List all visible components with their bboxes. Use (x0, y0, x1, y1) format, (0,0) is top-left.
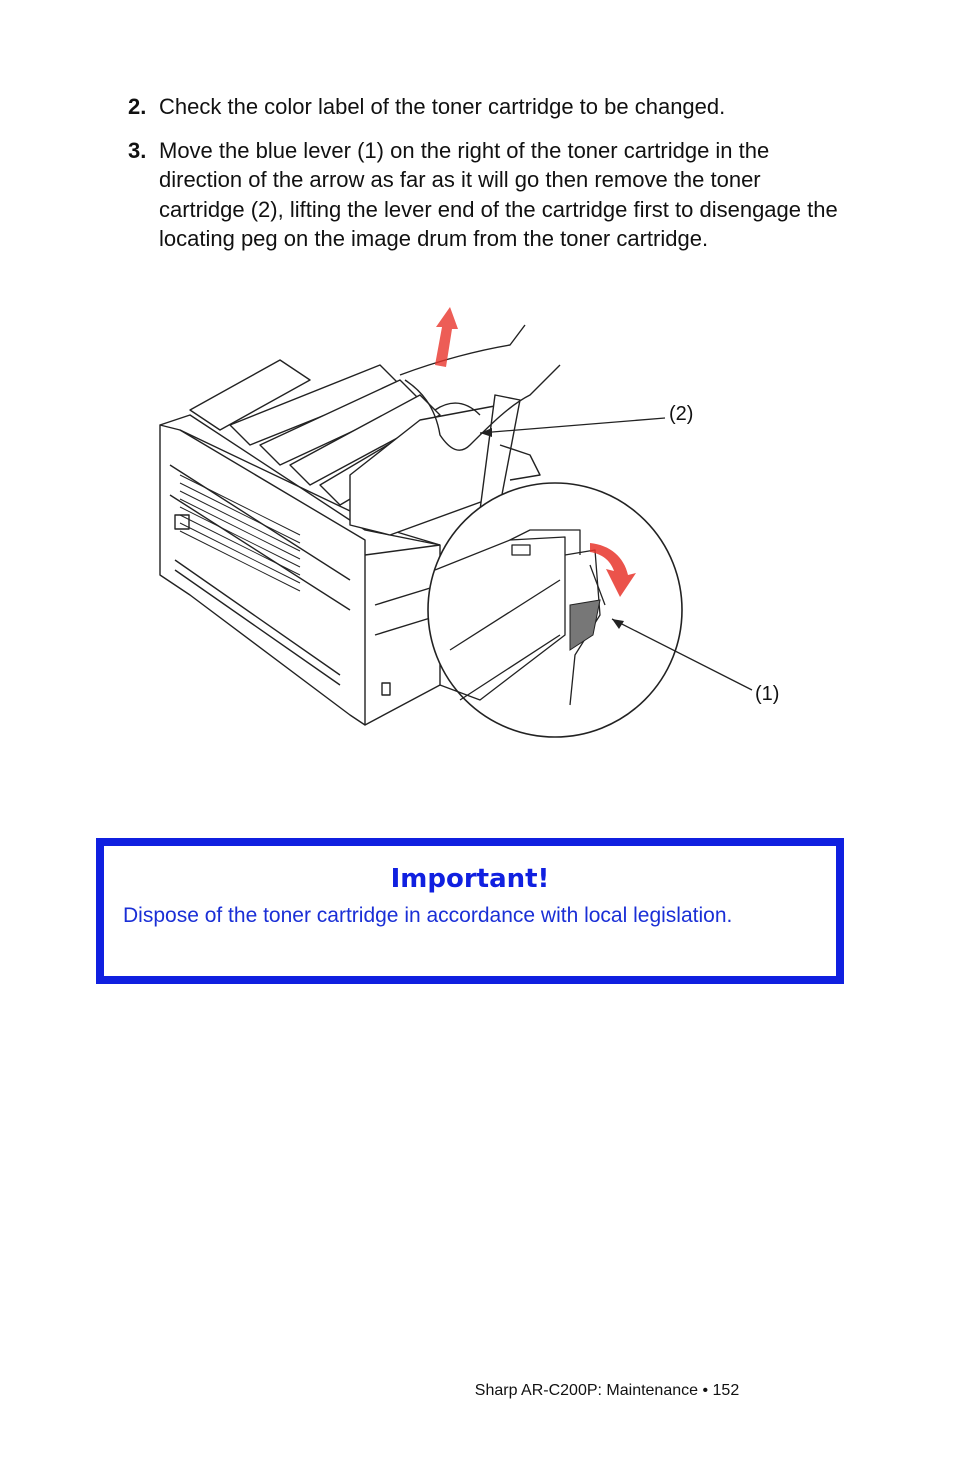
important-title: Important! (390, 864, 550, 894)
important-notice: Important! Dispose of the toner cartridg… (96, 838, 844, 984)
instruction-steps: 2. Check the color label of the toner ca… (128, 92, 848, 268)
step-item: 2. Check the color label of the toner ca… (128, 92, 848, 122)
step-number: 3. (128, 137, 147, 163)
step-text: Move the blue lever (1) on the right of … (159, 137, 838, 252)
step-item: 3. Move the blue lever (1) on the right … (128, 136, 848, 254)
page-footer: Sharp AR-C200P: Maintenance • 152 (0, 1382, 954, 1400)
callout-label-2: (2) (669, 403, 694, 425)
step-text: Check the color label of the toner cartr… (159, 94, 726, 119)
callout-label-1: (1) (755, 683, 780, 705)
printer-illustration (159, 307, 753, 738)
step-number: 2. (128, 94, 147, 119)
important-body: Dispose of the toner cartridge in accord… (123, 904, 733, 927)
footer-text: Sharp AR-C200P: Maintenance • 152 (474, 1382, 740, 1399)
